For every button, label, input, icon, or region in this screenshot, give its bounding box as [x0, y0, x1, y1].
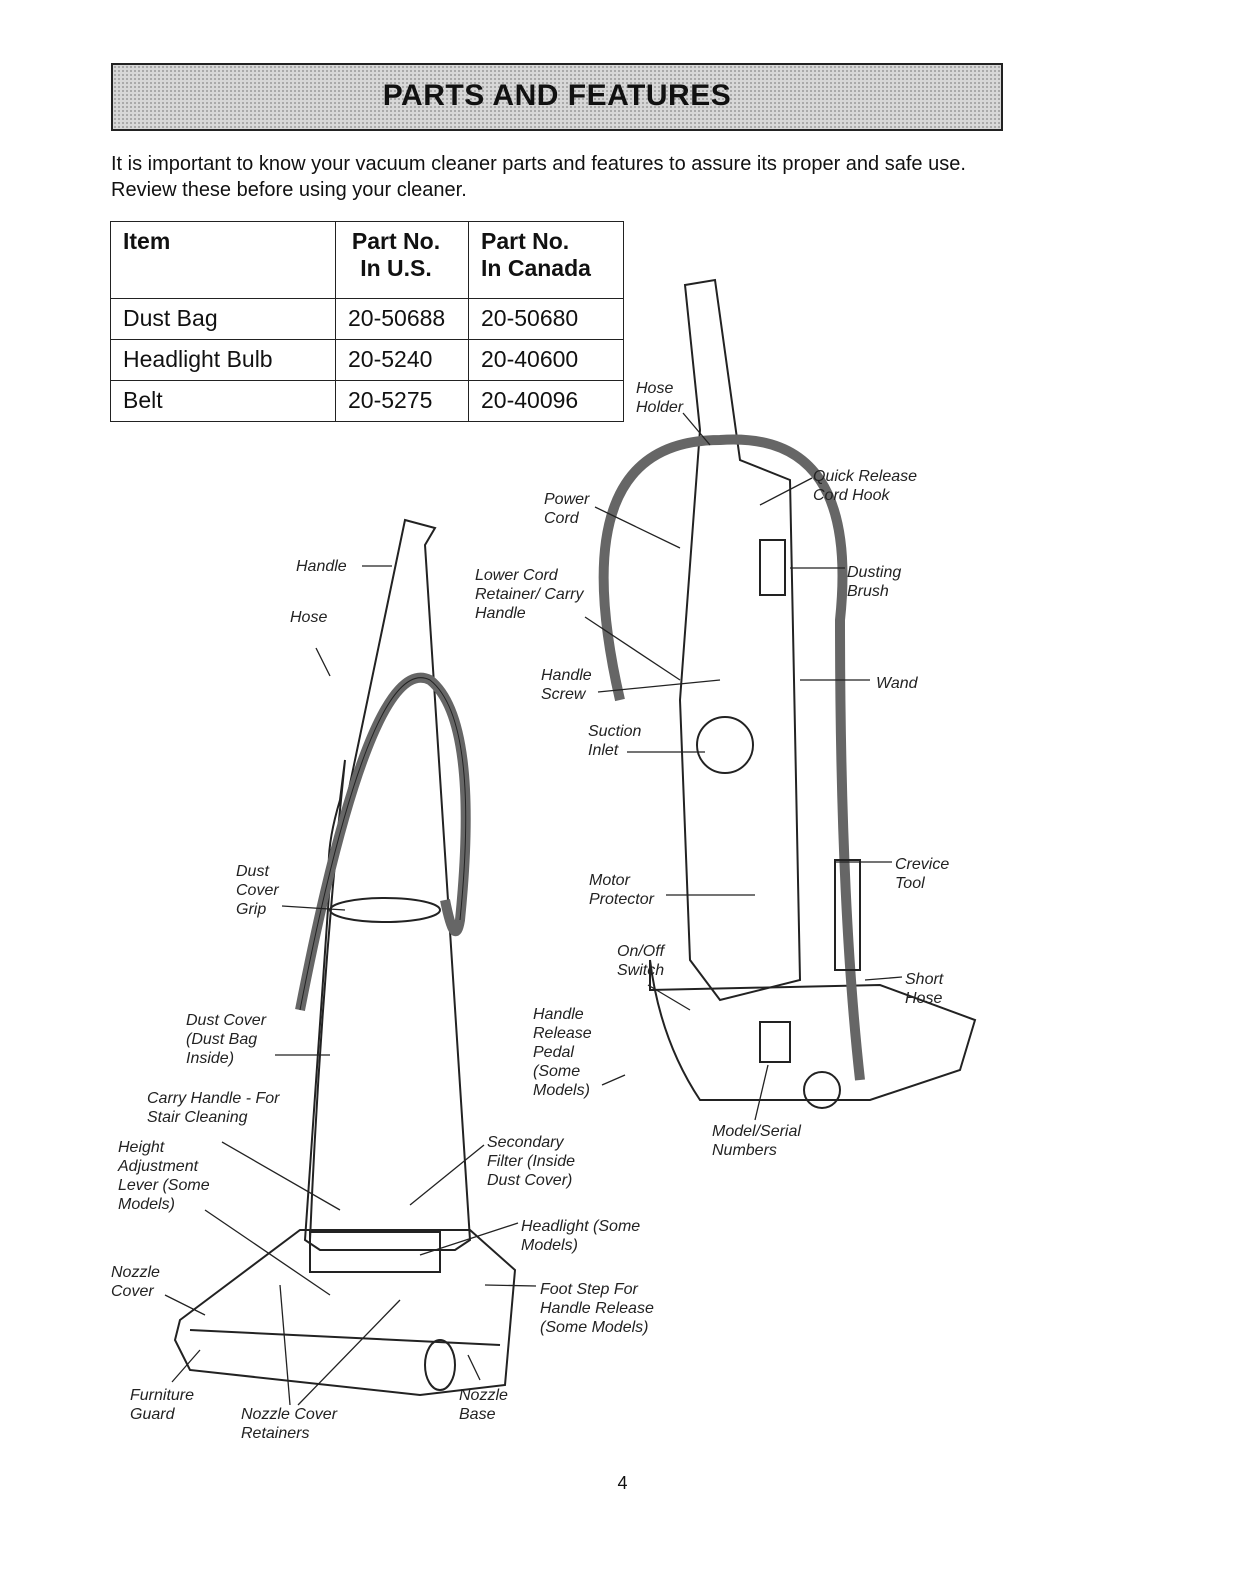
label-handle-release-pedal: Handle Release Pedal (Some Models) [533, 1006, 592, 1099]
label-foot-step: Foot Step For Handle Release (Some Model… [540, 1281, 654, 1336]
leader-line [484, 1284, 537, 1287]
table-cell: 20-50680 [468, 298, 624, 340]
leader-line [279, 1284, 291, 1406]
label-wand: Wand [876, 675, 918, 692]
label-hose: Hose [290, 609, 328, 626]
label-suction-inlet: Suction Inlet [588, 723, 642, 759]
label-short-hose: Short Hose [905, 971, 944, 1007]
leader-line [467, 1354, 481, 1381]
leader-line [281, 905, 346, 911]
table-cell: 20-50688 [335, 298, 469, 340]
table-header-row: Item Part No. In U.S. Part No. In Canada [110, 221, 624, 299]
front-wheel [424, 1339, 456, 1391]
rear-hose-coil [598, 434, 865, 1081]
table-cell: Headlight Bulb [110, 339, 336, 381]
label-carry-handle-stair: Carry Handle - For Stair Cleaning [147, 1090, 280, 1126]
leader-line [171, 1349, 201, 1383]
label-nozzle-base: Nozzle Base [459, 1387, 508, 1423]
front-vacuum-illustration [173, 518, 517, 1397]
leader-line [297, 1299, 401, 1406]
leader-line [597, 679, 721, 693]
rear-vacuum-illustration [598, 278, 977, 1109]
table-cell: Dust Bag [110, 298, 336, 340]
column-header-text: Part No. In Canada [481, 228, 591, 281]
leader-line [584, 616, 681, 681]
suction-inlet-shape [696, 716, 754, 774]
front-nozzle-base [173, 1229, 517, 1397]
page-number: 4 [617, 1473, 628, 1493]
label-quick-release: Quick Release Cord Hook [813, 468, 918, 504]
rear-nozzle-base [649, 959, 977, 1101]
label-furniture-guard: Furniture Guard [130, 1387, 195, 1423]
leader-line [594, 506, 681, 549]
crevice-tool-shape [834, 859, 861, 971]
front-nozzle-line [189, 1329, 501, 1346]
label-motor-protector: Motor Protector [589, 872, 654, 908]
model-serial-plate [759, 1021, 791, 1063]
rear-handle-body [678, 278, 802, 1002]
leader-line [315, 647, 331, 677]
column-header-text: Part No. In U.S. [351, 228, 441, 281]
label-crevice-tool: Crevice Tool [895, 856, 950, 892]
label-height-adjustment: Height Adjustment Lever (Some Models) [118, 1139, 210, 1213]
intro-text: It is important to know your vacuum clea… [111, 153, 966, 201]
headlight-shape [309, 1231, 441, 1273]
leader-line [204, 1209, 331, 1296]
leader-line [647, 984, 691, 1011]
rear-wheel [803, 1071, 841, 1109]
label-onoff-switch: On/Off Switch [617, 943, 665, 979]
label-model-serial: Model/Serial Numbers [712, 1123, 801, 1159]
label-nozzle-cover-retainers: Nozzle Cover Retainers [241, 1406, 338, 1442]
front-hose-edge [299, 677, 467, 1011]
column-header: Part No. In Canada [468, 221, 624, 299]
leader-line [754, 1064, 769, 1121]
section-banner: PARTS AND FEATURES [111, 63, 1003, 131]
leader-line [409, 1144, 485, 1206]
leader-line [759, 477, 813, 506]
table-row: Headlight Bulb 20-5240 20-40600 [110, 339, 624, 381]
table-cell: 20-5240 [335, 339, 469, 381]
label-dusting-brush: Dusting Brush [847, 564, 902, 600]
label-nozzle-cover: Nozzle Cover [111, 1264, 160, 1300]
table-cell: Belt [110, 380, 336, 422]
column-header: Item [110, 221, 336, 299]
parts-table: Item Part No. In U.S. Part No. In Canada… [110, 221, 624, 422]
leader-line [601, 1074, 626, 1086]
label-secondary-filter: Secondary Filter (Inside Dust Cover) [487, 1134, 576, 1189]
table-cell: 20-40096 [468, 380, 624, 422]
label-headlight: Headlight (Some Models) [521, 1218, 641, 1254]
leader-lines [164, 412, 903, 1406]
dust-cover-grip-shape [329, 897, 441, 923]
label-dust-cover-grip: Dust Cover Grip [236, 863, 279, 918]
leader-line [682, 412, 711, 446]
page-title: PARTS AND FEATURES [382, 79, 732, 112]
table-row: Belt 20-5275 20-40096 [110, 380, 624, 422]
dusting-brush-shape [759, 539, 786, 596]
leader-line [221, 1141, 341, 1211]
label-dust-cover: Dust Cover (Dust Bag Inside) [186, 1012, 267, 1067]
leader-line [164, 1294, 206, 1316]
column-header: Part No. In U.S. [335, 221, 469, 299]
leader-line [419, 1222, 519, 1256]
table-cell: 20-40600 [468, 339, 624, 381]
label-handle-screw: Handle Screw [541, 667, 592, 703]
label-lower-cord-retainer: Lower Cord Retainer/ Carry Handle [475, 567, 584, 622]
leader-line [864, 976, 903, 981]
table-row: Dust Bag 20-50688 20-50680 [110, 298, 624, 340]
label-hose-holder: Hose Holder [636, 380, 684, 416]
table-cell: 20-5275 [335, 380, 469, 422]
label-handle: Handle [296, 558, 347, 575]
label-power-cord: Power Cord [544, 491, 590, 527]
front-handle-body [303, 518, 472, 1251]
